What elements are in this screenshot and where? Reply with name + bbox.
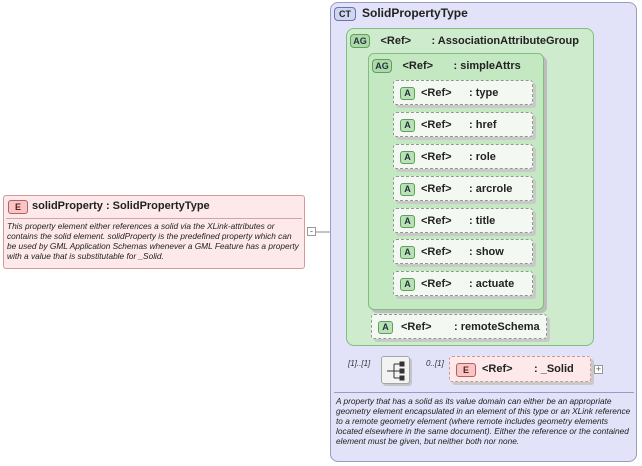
attribute-badge: A <box>400 119 415 132</box>
attribute-badge: A <box>378 321 393 334</box>
attribute-ref: <Ref> <box>421 183 452 195</box>
attribute-type[interactable]: A <Ref> : type <box>393 80 533 105</box>
attribute-actuate[interactable]: A <Ref> : actuate <box>393 271 533 296</box>
attribute-show[interactable]: A <Ref> : show <box>393 239 533 264</box>
attribute-group-simple-attrs-header[interactable]: AG <Ref> : simpleAttrs <box>372 57 521 73</box>
attribute-group-name: : simpleAttrs <box>453 59 521 72</box>
element-badge: E <box>456 363 476 377</box>
sequence-multiplicity: [1]..[1] <box>348 359 371 368</box>
element-ref-name: : _Solid <box>534 363 574 375</box>
attribute-arcrole[interactable]: A <Ref> : arcrole <box>393 176 533 201</box>
attribute-name: : remoteSchema <box>454 321 540 333</box>
sequence-icon <box>387 361 405 381</box>
element-box-solid-property[interactable] <box>3 195 305 269</box>
complex-type-badge: CT <box>334 7 356 21</box>
attribute-href[interactable]: A <Ref> : href <box>393 112 533 137</box>
attribute-name: : type <box>469 87 499 99</box>
attribute-name: : arcrole <box>469 183 513 195</box>
attribute-group-ref: <Ref> <box>402 59 434 72</box>
element-documentation: This property element either references … <box>7 221 299 261</box>
element-ref: <Ref> <box>482 363 513 375</box>
attribute-group-badge: AG <box>350 33 370 48</box>
element-badge: E <box>8 200 28 214</box>
attribute-badge: A <box>400 183 415 196</box>
attribute-badge: A <box>400 246 415 259</box>
expand-toggle[interactable]: + <box>594 364 603 374</box>
attribute-group-association-header[interactable]: AG <Ref> : AssociationAttributeGroup <box>350 32 579 48</box>
attribute-group-name: : AssociationAttributeGroup <box>431 34 579 47</box>
attribute-ref: <Ref> <box>421 246 452 258</box>
complex-type-divider <box>334 392 634 393</box>
attribute-ref: <Ref> <box>401 321 432 333</box>
attribute-name: : role <box>469 151 496 163</box>
attribute-role[interactable]: A <Ref> : role <box>393 144 533 169</box>
sequence-compositor[interactable] <box>381 356 410 384</box>
attribute-badge: A <box>400 87 415 100</box>
attribute-title[interactable]: A <Ref> : title <box>393 208 533 233</box>
attribute-ref: <Ref> <box>421 215 452 227</box>
attribute-badge: A <box>400 151 415 164</box>
collapse-toggle[interactable]: - <box>307 227 316 236</box>
complex-type-documentation: A property that has a solid as its value… <box>336 396 631 446</box>
attribute-badge: A <box>400 215 415 228</box>
attribute-ref: <Ref> <box>421 278 452 290</box>
element-title: solidProperty : SolidPropertyType <box>32 200 210 212</box>
solid-multiplicity: 0..[1] <box>426 359 444 368</box>
attribute-name: : show <box>469 246 504 258</box>
attribute-group-ref: <Ref> <box>380 34 412 47</box>
attribute-badge: A <box>400 278 415 291</box>
attribute-name: : actuate <box>469 278 515 290</box>
attribute-name: : title <box>469 215 496 227</box>
complex-type-title[interactable]: SolidPropertyType <box>362 6 468 20</box>
attribute-remote-schema[interactable]: A <Ref> : remoteSchema <box>371 314 547 339</box>
attribute-ref: <Ref> <box>421 151 452 163</box>
attribute-name: : href <box>469 119 497 131</box>
element-ref-solid[interactable]: E <Ref> : _Solid <box>449 356 591 382</box>
attribute-ref: <Ref> <box>421 119 452 131</box>
element-divider <box>6 218 302 219</box>
attribute-ref: <Ref> <box>421 87 452 99</box>
attribute-group-badge: AG <box>372 58 392 73</box>
